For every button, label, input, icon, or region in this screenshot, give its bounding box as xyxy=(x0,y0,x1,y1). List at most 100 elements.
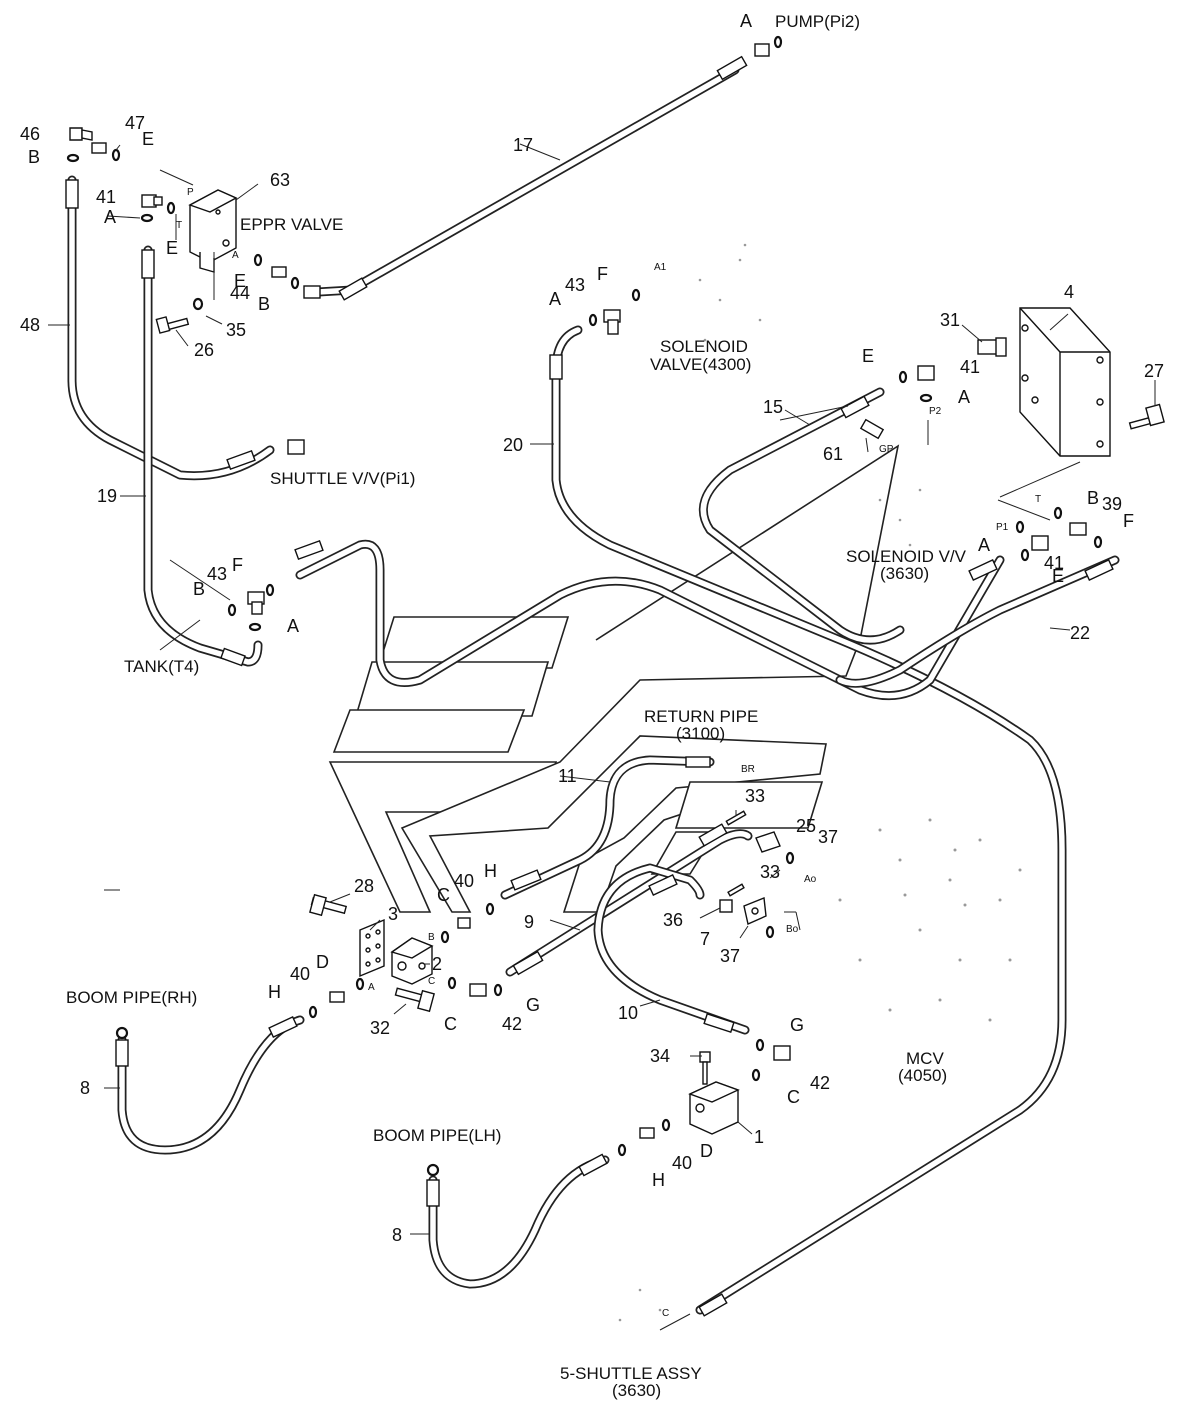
seal-g-mid: G xyxy=(526,995,540,1015)
seal-letters: A A A A A A B B B B C C C D D E E E E E … xyxy=(28,11,1134,1190)
seal-h-bottom: H xyxy=(652,1170,665,1190)
label-solenoid-vv-line2: (3630) xyxy=(880,564,929,583)
callout-39: 39 xyxy=(1102,494,1122,514)
label-shuttle-assy-line2: (3630) xyxy=(612,1381,661,1400)
callout-32: 32 xyxy=(370,1018,390,1038)
port-ao: Ao xyxy=(804,874,817,885)
port-a1: A1 xyxy=(654,262,667,273)
seal-b-44: B xyxy=(258,294,270,314)
label-return-pipe-line1: RETURN PIPE xyxy=(644,707,758,726)
seal-a-tank: A xyxy=(287,616,299,636)
seal-a-p2: A xyxy=(958,387,970,407)
callout-8-rh: 8 xyxy=(80,1078,90,1098)
port-a: A xyxy=(232,250,239,261)
port-p: P xyxy=(187,187,194,198)
seal-e-left: E xyxy=(166,238,178,258)
port-b-block: B xyxy=(428,932,435,943)
label-mcv-line1: MCV xyxy=(906,1049,944,1068)
seal-e-a: E xyxy=(234,271,246,291)
port-t: T xyxy=(176,220,182,231)
callout-43-left: 43 xyxy=(207,564,227,584)
callout-7: 7 xyxy=(700,929,710,949)
callout-20: 20 xyxy=(503,435,523,455)
seal-d-bottom: D xyxy=(700,1141,713,1161)
seal-e-right: E xyxy=(1052,566,1064,586)
callout-31: 31 xyxy=(940,310,960,330)
mcv-ghost-dots xyxy=(618,243,1022,1322)
hose-fittings xyxy=(65,55,1114,1317)
callout-11: 11 xyxy=(558,766,577,786)
port-a-block: A xyxy=(368,982,375,993)
seal-a-left: A xyxy=(104,207,116,227)
label-solenoid-4300-line1: SOLENOID xyxy=(660,337,748,356)
callout-27: 27 xyxy=(1144,361,1164,381)
callout-44: 44 xyxy=(230,283,250,303)
callout-26: 26 xyxy=(194,340,214,360)
seal-c-mid: C xyxy=(444,1014,457,1034)
callout-34: 34 xyxy=(650,1046,670,1066)
callout-28: 28 xyxy=(354,876,374,896)
frame-outline xyxy=(328,444,900,913)
callout-48: 48 xyxy=(20,315,40,335)
port-t-right: T xyxy=(1035,494,1041,505)
callout-1: 1 xyxy=(754,1127,764,1147)
port-c-bottom: C xyxy=(662,1308,669,1319)
seal-c-block: C xyxy=(437,885,450,905)
seal-c-right: C xyxy=(787,1087,800,1107)
o-rings xyxy=(66,35,1103,1177)
bolts-adapters xyxy=(69,43,1165,1139)
seal-b-right: B xyxy=(1087,488,1099,508)
callout-19: 19 xyxy=(97,486,117,506)
port-br: BR xyxy=(741,764,755,775)
seal-e-15: E xyxy=(862,346,874,366)
port-bo: Bo xyxy=(786,924,799,935)
seal-d-left: D xyxy=(316,952,329,972)
label-eppr-valve: EPPR VALVE xyxy=(240,215,343,234)
seal-f-left: F xyxy=(232,555,243,575)
callout-3: 3 xyxy=(388,904,398,924)
callout-40-mid: 40 xyxy=(454,871,474,891)
port-gp: GP xyxy=(879,444,894,455)
seal-e-top: E xyxy=(142,129,154,149)
callout-4: 4 xyxy=(1064,282,1074,302)
port-labels: P T A A1 P2 GP T P1 BR Ao Bo B C A C xyxy=(176,187,1041,1319)
label-boom-pipe-rh: BOOM PIPE(RH) xyxy=(66,988,197,1007)
label-mcv-line2: (4050) xyxy=(898,1066,947,1085)
part-callouts: 1 2 3 4 7 8 8 9 10 11 15 17 19 20 22 25 … xyxy=(20,113,1164,1245)
callout-43-top: 43 xyxy=(565,275,585,295)
seal-a-p1: A xyxy=(978,535,990,555)
callout-8-lh: 8 xyxy=(392,1225,402,1245)
callout-10: 10 xyxy=(618,1003,638,1023)
callout-41-left: 41 xyxy=(96,187,116,207)
callout-35: 35 xyxy=(226,320,246,340)
label-solenoid-4300-line2: VALVE(4300) xyxy=(650,355,751,374)
label-shuttle-assy-line1: 5-SHUTTLE ASSY xyxy=(560,1364,702,1383)
seal-g-right: G xyxy=(790,1015,804,1035)
callout-37-bottom: 37 xyxy=(720,946,740,966)
seal-h-left: H xyxy=(268,982,281,1002)
port-c-block: C xyxy=(428,976,435,987)
seal-h-mid: H xyxy=(484,861,497,881)
seal-a-pump: A xyxy=(740,11,752,31)
label-tank-t4: TANK(T4) xyxy=(124,657,199,676)
label-boom-pipe-lh: BOOM PIPE(LH) xyxy=(373,1126,501,1145)
callout-40-left: 40 xyxy=(290,964,310,984)
hoses xyxy=(67,65,1120,1315)
callout-2: 2 xyxy=(432,954,442,974)
text-labels: PUMP(Pi2) EPPR VALVE SOLENOID VALVE(4300… xyxy=(66,12,967,1400)
seal-b-43: B xyxy=(193,579,205,599)
callout-46: 46 xyxy=(20,124,40,144)
seal-a-solenoid: A xyxy=(549,289,561,309)
callout-61: 61 xyxy=(823,444,843,464)
port-p1: P1 xyxy=(996,522,1009,533)
seal-f-right: F xyxy=(1123,511,1134,531)
callout-17: 17 xyxy=(513,135,533,155)
components xyxy=(188,189,1111,1135)
callout-42-mid: 42 xyxy=(502,1014,522,1034)
callout-9: 9 xyxy=(524,912,534,932)
callout-22: 22 xyxy=(1070,623,1090,643)
label-solenoid-vv-line1: SOLENOID V/V xyxy=(846,547,967,566)
seal-b-top-left: B xyxy=(28,147,40,167)
callout-25: 25 xyxy=(796,816,816,836)
